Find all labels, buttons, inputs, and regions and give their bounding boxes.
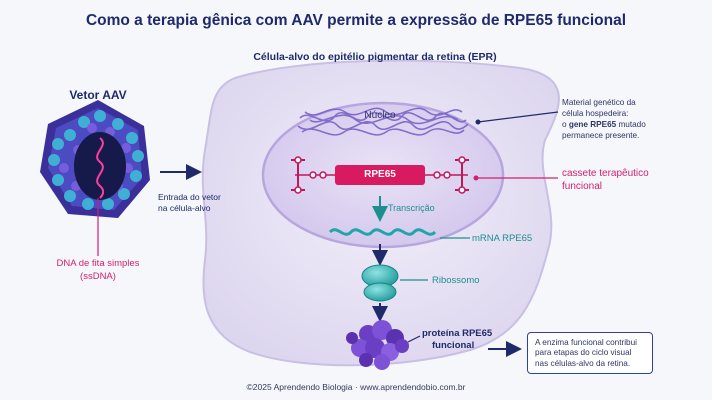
protein-label-line1: proteína RPE65 bbox=[422, 328, 493, 339]
page-title: Como a terapia gênica com AAV permite a … bbox=[85, 12, 627, 29]
aav-vector-title: Vetor AAV bbox=[69, 88, 127, 102]
host-note-line3: o gene RPE65 mutado bbox=[562, 120, 646, 129]
host-note-line2: célula hospedeira: bbox=[562, 109, 629, 118]
ribosome-icon bbox=[361, 264, 399, 302]
host-note-pointer bbox=[477, 111, 559, 123]
therapeutic-cassette bbox=[291, 156, 469, 194]
ssdna-label-line2: (ssDNA) bbox=[80, 271, 116, 282]
transcription-label: Transcrição bbox=[388, 203, 435, 213]
host-note-line1: Material genético da bbox=[562, 98, 636, 107]
mutated-gene-name: gene RPE65 bbox=[568, 120, 617, 129]
protein-label-line2: funcional bbox=[432, 340, 475, 351]
nucleus-label: Núcleo bbox=[364, 110, 396, 121]
cassette-label-line2: funcional bbox=[562, 181, 603, 192]
ribosome-label: Ribossomo bbox=[432, 275, 480, 286]
cassette-label-line1: cassete terapêutico bbox=[562, 168, 649, 179]
entry-label-line1: Entrada do vetor bbox=[158, 192, 221, 202]
ssdna-strand bbox=[96, 137, 105, 199]
ssdna-label-line1: DNA de fita simples bbox=[56, 258, 140, 269]
rpe65-protein-icon bbox=[346, 320, 409, 370]
mrna-strand bbox=[328, 228, 437, 236]
rpe65-gene-label: RPE65 bbox=[364, 169, 396, 180]
rpe65-gene-box bbox=[335, 165, 425, 185]
host-genetic-material bbox=[297, 107, 469, 136]
footer-credit: ©2025 Aprendendo Biologia · www.aprenden… bbox=[246, 382, 466, 392]
cell-title: Célula-alvo do epitélio pigmentar da ret… bbox=[253, 51, 497, 63]
function-info-box: A enzima funcional contribui para etapas… bbox=[527, 332, 653, 374]
mrna-label: mRNA RPE65 bbox=[472, 233, 533, 244]
host-note-line4: permanece presente. bbox=[562, 131, 640, 140]
entry-label-line2: na célula-alvo bbox=[158, 203, 211, 213]
aav-vector-icon bbox=[40, 100, 150, 218]
